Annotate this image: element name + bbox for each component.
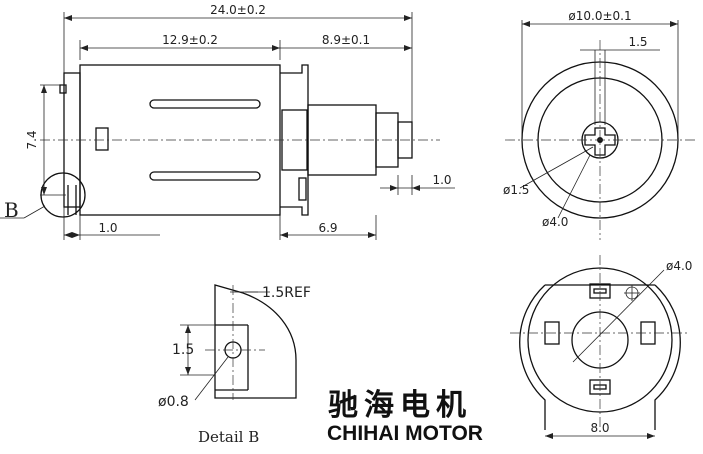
bearing-diameter-dim: ø4.0 <box>542 215 568 229</box>
shaft-diameter-dim: ø1.5 <box>503 183 529 197</box>
shaft-step-dim: 1.0 <box>432 173 451 187</box>
detail-height-dim: 1.5 <box>172 342 194 358</box>
shaft-length-dim: 8.9±0.1 <box>322 33 370 47</box>
terminal-offset-dim: 1.0 <box>98 221 117 235</box>
front-view: ø10.0±0.1 1.5 ø1.5 ø4.0 <box>503 9 695 240</box>
height-dim: 7.4 <box>25 130 39 149</box>
brand-name-english: CHIHAI MOTOR <box>327 422 483 445</box>
side-view: B 24.0±0.2 12.9±0.2 8.9±0.1 7.4 1.0 6.9 <box>0 3 455 240</box>
end-width-dim: 8.0 <box>590 421 609 435</box>
detail-title: Detail B <box>198 428 259 446</box>
body-length-dim: 12.9±0.2 <box>162 33 218 47</box>
boss-diameter-dim: ø4.0 <box>666 259 692 273</box>
overall-length-dim: 24.0±0.2 <box>210 3 266 17</box>
outer-diameter-dim: ø10.0±0.1 <box>568 9 631 23</box>
detail-b-view: 1.5REF 1.5 ø0.8 Detail B <box>158 284 311 446</box>
rear-offset-dim: 6.9 <box>318 221 337 235</box>
rear-view: ø4.0 8.0 <box>510 255 692 439</box>
flat-width-dim: 1.5 <box>628 35 647 49</box>
detail-callout-letter: B <box>4 198 19 222</box>
detail-ref-dim: 1.5REF <box>262 285 311 301</box>
hole-diameter-dim: ø0.8 <box>158 394 189 410</box>
brand-name-chinese: 驰海电机 <box>328 388 472 423</box>
